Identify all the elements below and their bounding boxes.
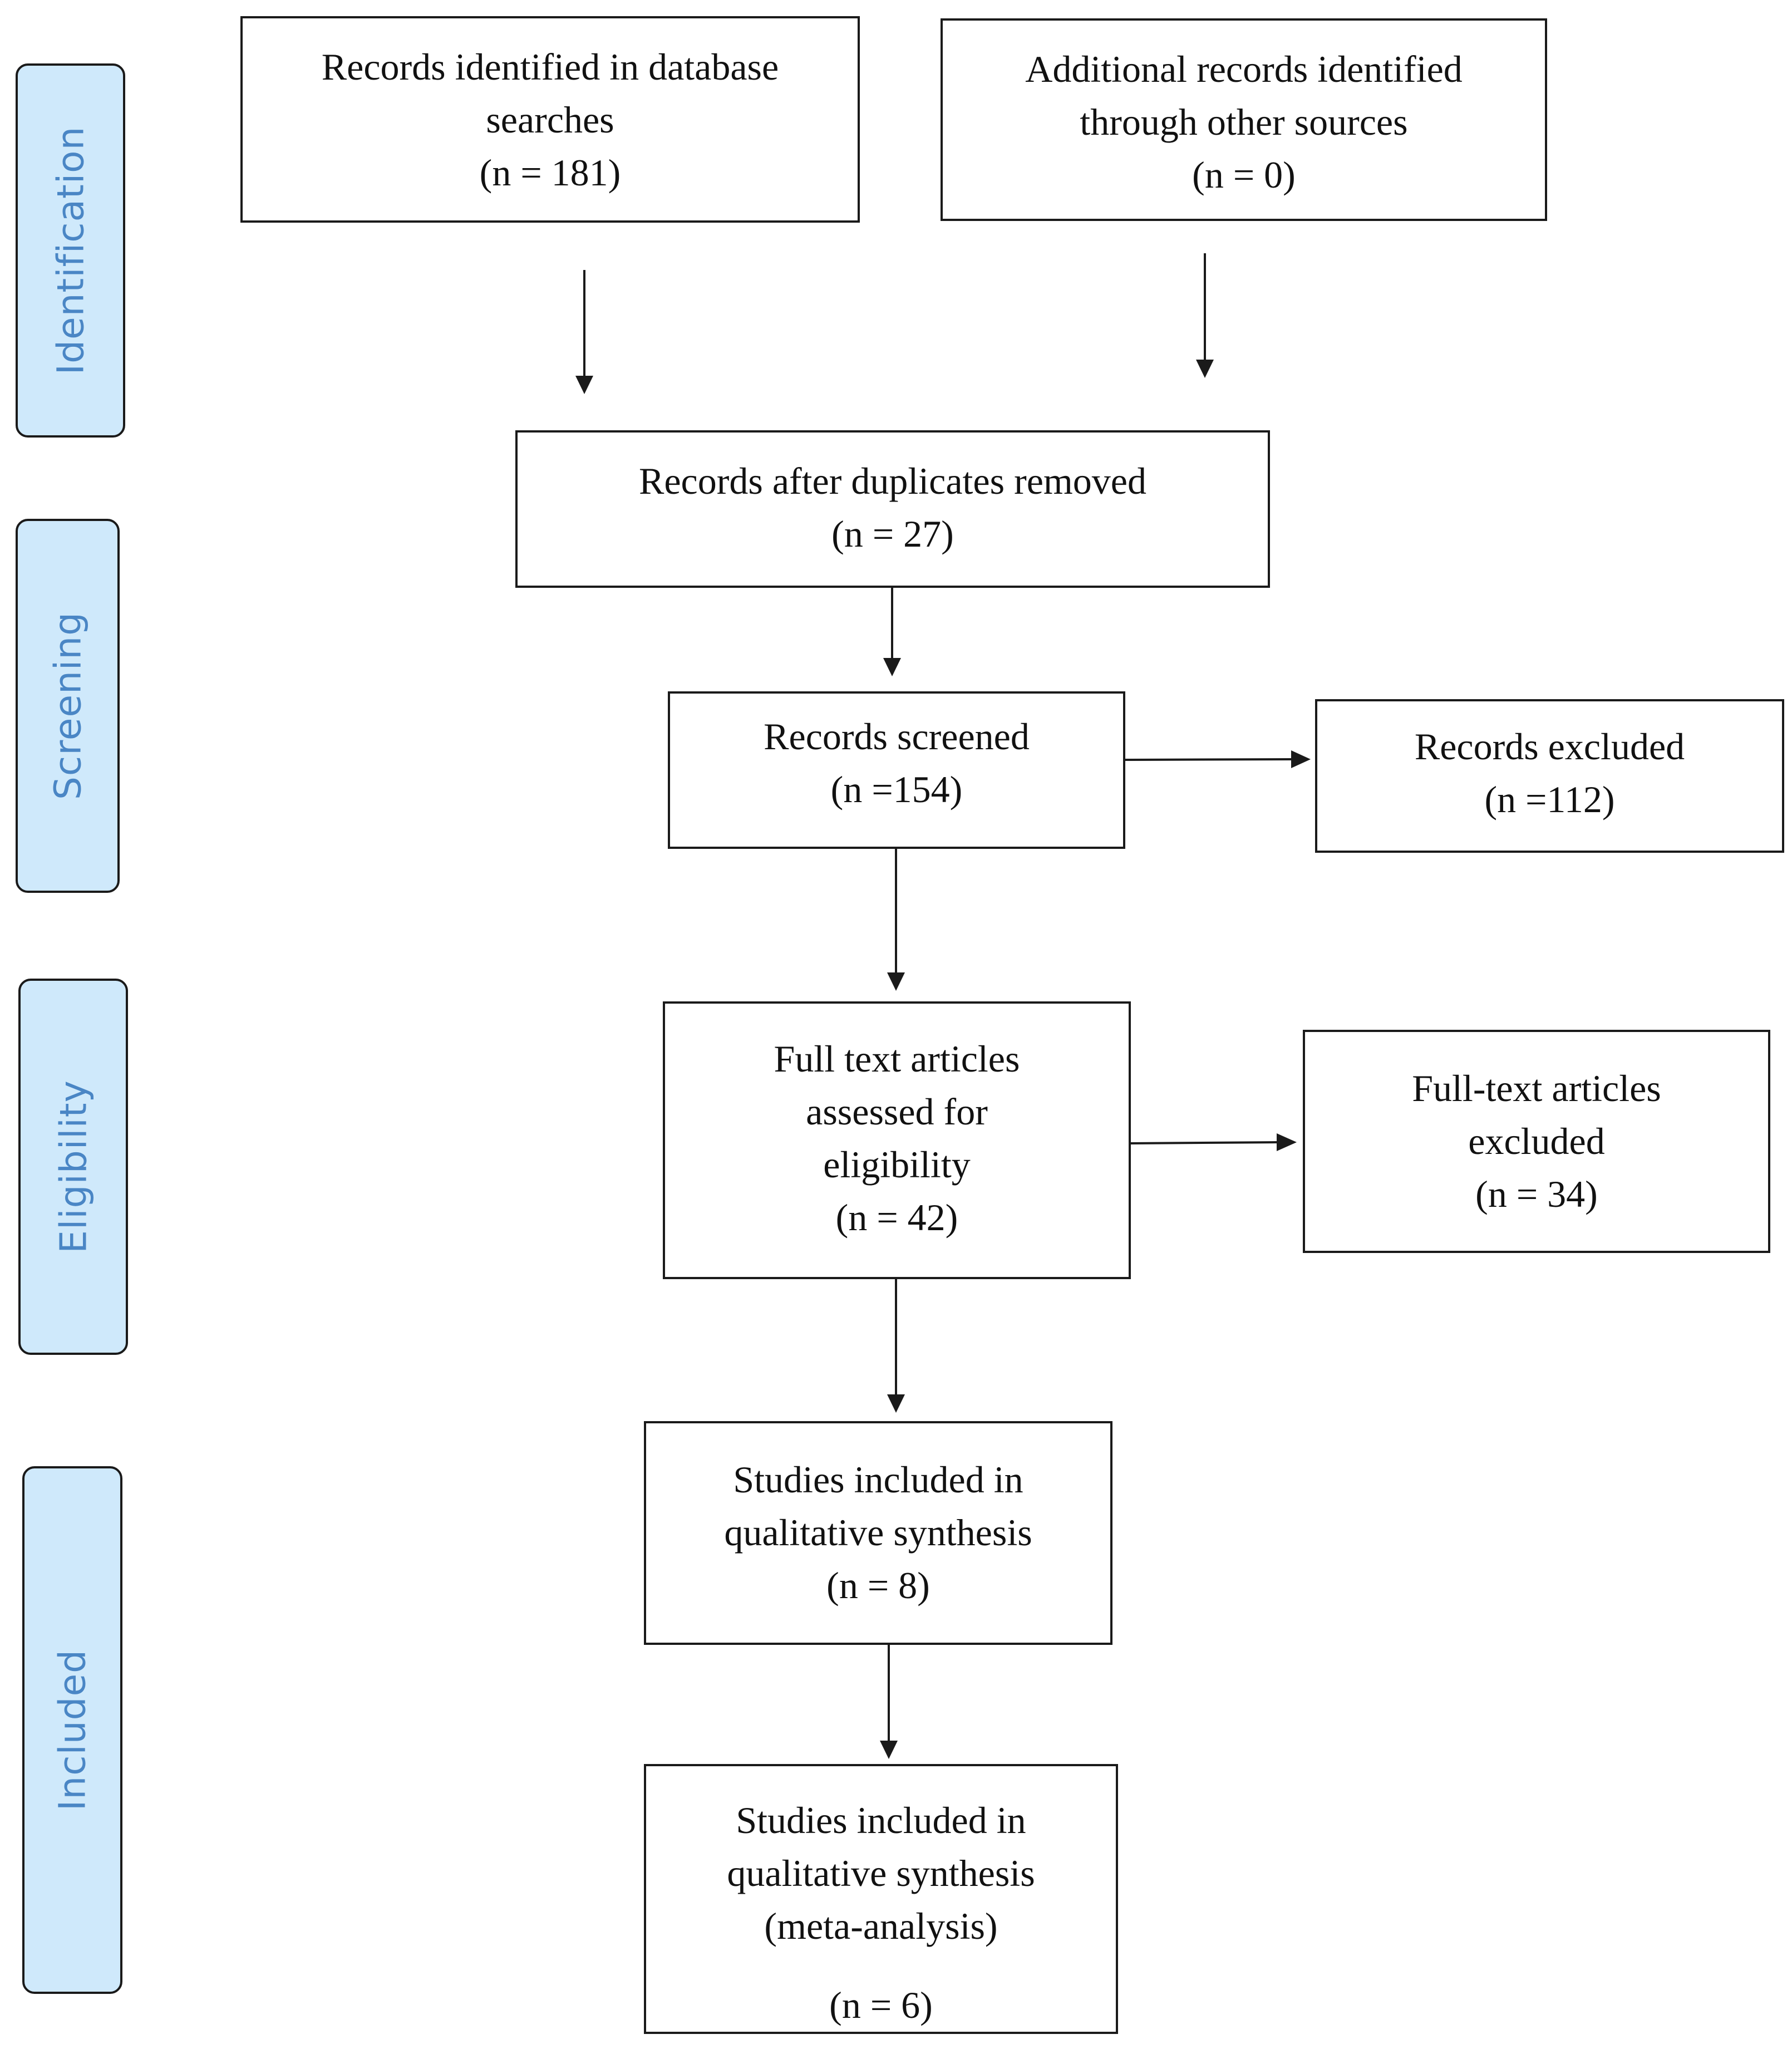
qualitative-synthesis-box: Studies included in qualitative synthesi…	[644, 1421, 1112, 1645]
box-line: Records identified in database	[321, 46, 779, 88]
box-line: Studies included in	[736, 1799, 1026, 1841]
box-line: Studies included in	[733, 1458, 1023, 1501]
box-line: assessed for	[806, 1090, 988, 1133]
stage-screening: Screening	[16, 519, 120, 893]
fulltext-assessed-box: Full text articles assessed for eligibil…	[663, 1001, 1131, 1279]
arrow-fulltext-to-excluded	[1130, 1133, 1297, 1151]
box-count: (n =154)	[830, 768, 963, 810]
box-count: (n = 27)	[831, 513, 954, 555]
box-line: excluded	[1468, 1120, 1605, 1162]
duplicates-removed-box: Records after duplicates removed (n = 27…	[515, 430, 1270, 588]
box-count: (n = 0)	[1192, 154, 1296, 196]
stage-identification: Identification	[16, 63, 125, 438]
arrow-identified-down	[575, 270, 593, 394]
box-line: (meta-analysis)	[764, 1905, 998, 1947]
arrow-screened-to-excluded	[1125, 750, 1311, 768]
box-count: (n = 6)	[829, 1984, 933, 2026]
box-line: through other sources	[1080, 101, 1408, 143]
box-line: Additional records identified	[1025, 48, 1463, 90]
box-count: (n = 8)	[826, 1564, 930, 1606]
arrow-screened-to-fulltext	[887, 849, 905, 991]
box-line: searches	[486, 99, 614, 141]
fulltext-excluded-box: Full-text articles excluded (n = 34)	[1303, 1030, 1770, 1253]
arrow-additional-down	[1196, 253, 1214, 378]
box-line: eligibility	[823, 1143, 971, 1186]
box-line: qualitative synthesis	[727, 1852, 1035, 1894]
arrow-qualitative-to-meta	[880, 1645, 898, 1759]
box-count: (n = 34)	[1475, 1173, 1598, 1215]
records-excluded-box: Records excluded (n =112)	[1315, 699, 1784, 853]
box-count: (n = 42)	[835, 1196, 958, 1239]
box-line: Full text articles	[774, 1038, 1020, 1080]
box-count: (n = 181)	[479, 151, 621, 194]
box-line: Full-text articles	[1412, 1067, 1661, 1109]
arrow-fulltext-to-qualitative	[887, 1279, 905, 1413]
box-line: Records excluded	[1414, 725, 1685, 768]
records-identified-box: Records identified in database searches …	[240, 16, 860, 223]
records-screened-box: Records screened (n =154)	[668, 691, 1125, 849]
stage-included: Included	[22, 1466, 122, 1994]
meta-analysis-box: Studies included in qualitative synthesi…	[644, 1764, 1118, 2034]
stage-eligibility: Eligibility	[18, 979, 128, 1355]
additional-records-box: Additional records identified through ot…	[941, 18, 1547, 221]
box-line: Records after duplicates removed	[639, 460, 1146, 502]
box-count: (n =112)	[1484, 778, 1615, 820]
box-line: Records screened	[764, 715, 1030, 758]
arrow-duplicates-to-screened	[883, 588, 901, 676]
box-line: qualitative synthesis	[724, 1511, 1032, 1554]
